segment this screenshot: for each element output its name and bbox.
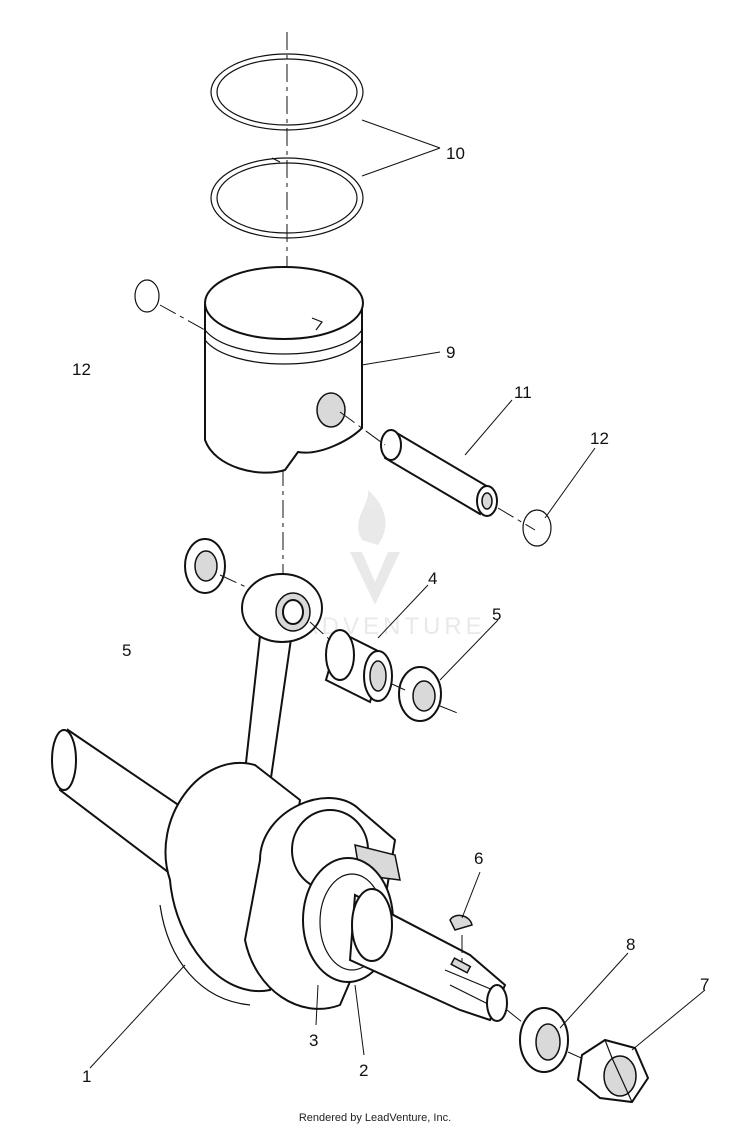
- leader-11: [464, 399, 513, 456]
- callout-10: 10: [446, 144, 465, 163]
- piston-pin: [380, 429, 498, 517]
- leader-5-right: [439, 619, 499, 681]
- circlip-left: [134, 279, 160, 313]
- leader-10-upper: [361, 119, 441, 149]
- leader-7: [631, 989, 706, 1051]
- leader-4: [377, 584, 429, 639]
- callout-5-left: 5: [122, 641, 131, 660]
- leader-6: [461, 871, 481, 919]
- piston-ring-upper: [210, 53, 364, 131]
- callout-2: 2: [359, 1061, 368, 1080]
- thrust-washer-right: [398, 666, 442, 722]
- piston-ring-lower: [210, 157, 364, 239]
- callout-12-right: 12: [590, 429, 609, 448]
- callout-1: 1: [82, 1067, 91, 1086]
- leader-8: [559, 952, 629, 1029]
- leader-12-right: [544, 447, 596, 519]
- callout-8: 8: [626, 935, 635, 954]
- circlip-right: [522, 509, 552, 547]
- leader-1: [89, 964, 186, 1069]
- callout-6: 6: [474, 849, 483, 868]
- leader-3: [315, 984, 319, 1026]
- needle-bearing: [324, 629, 393, 704]
- callout-12-left: 12: [72, 360, 91, 379]
- callout-7: 7: [700, 975, 709, 994]
- callout-5-right: 5: [492, 605, 501, 624]
- nut: [576, 1038, 650, 1104]
- footer-credit: Rendered by LeadVenture, Inc.: [298, 1112, 452, 1124]
- callout-4: 4: [428, 569, 437, 588]
- callout-11: 11: [514, 383, 532, 402]
- callout-9: 9: [446, 343, 455, 362]
- leader-2: [354, 984, 365, 1056]
- leader-9: [361, 351, 441, 366]
- callout-3: 3: [309, 1031, 318, 1050]
- leader-10-lower: [361, 147, 441, 177]
- callout-labels: 10 9 12 11 12 4 5 5 6 8 7 3 2 1: [72, 144, 709, 1086]
- leader-lines: [89, 119, 706, 1069]
- crankshaft: [51, 728, 508, 1022]
- washer: [519, 1007, 569, 1073]
- woodruff-key: [449, 914, 473, 931]
- piston: [204, 266, 364, 474]
- thrust-washer-left: [184, 538, 226, 594]
